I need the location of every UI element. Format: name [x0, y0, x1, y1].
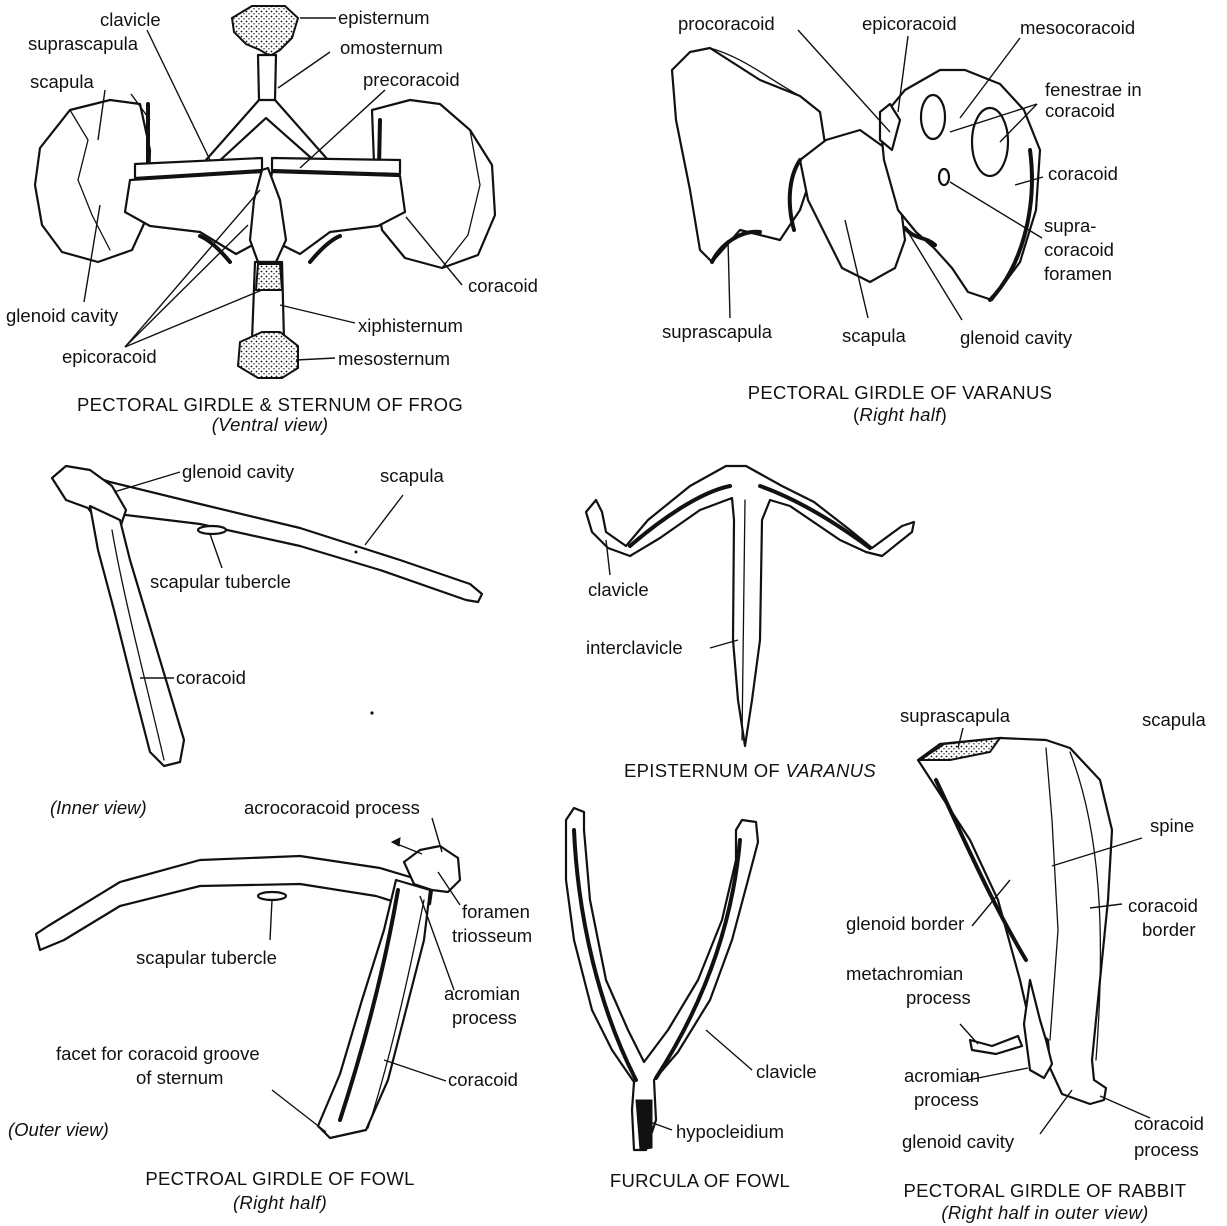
fowl-inner-label-scapula: scapula: [380, 466, 444, 486]
rabbit-label-scapula: scapula: [1142, 710, 1206, 730]
fowl-inner-tubercle: [198, 526, 226, 534]
varanus-label-procoracoid: procoracoid: [678, 14, 775, 34]
fowl-outer-scapula-shape: [36, 856, 432, 950]
episternum-caption: EPISTERNUM OF VARANUS: [540, 760, 960, 782]
rabbit-metacromion-shape: [970, 1036, 1022, 1054]
fowl-inner-label-coracoid: coracoid: [176, 668, 246, 688]
fowl-outer-label-foramen-2: triosseum: [452, 926, 532, 946]
rabbit-label-acromian-1: acromian: [904, 1066, 980, 1086]
fowl-outer-label-coracoid: coracoid: [448, 1070, 518, 1090]
varanus-subcaption: (Right half): [650, 404, 1150, 426]
frog-right-coracoid-shape: [268, 172, 405, 254]
varanus-label-supra-1: supra-: [1044, 216, 1096, 236]
frog-label-omosternum: omosternum: [340, 38, 443, 58]
rabbit-label-spine: spine: [1150, 816, 1194, 836]
varanus-label-suprascapula: suprascapula: [662, 322, 772, 342]
fowl-outer-label-acromian-2: process: [452, 1008, 517, 1028]
furcula-drawing: [566, 808, 758, 1150]
episternum-varanus-shape: [586, 466, 914, 746]
varanus-label-fenestrae-2: coracoid: [1045, 101, 1115, 121]
frog-left-coracoid-shape: [125, 172, 268, 254]
frog-episternum-shape: [232, 6, 298, 56]
fowl-outer-caption: PECTROAL GIRDLE OF FOWL: [50, 1168, 510, 1190]
frog-label-xiphisternum: xiphisternum: [358, 316, 463, 336]
frog-subcaption: (Ventral view): [20, 414, 520, 436]
varanus-label-fenestrae-1: fenestrae in: [1045, 80, 1142, 100]
rabbit-label-coracoid-process-2: process: [1134, 1140, 1199, 1160]
rabbit-subcaption: (Right half in outer view): [870, 1202, 1220, 1224]
episternum-label-clavicle: clavicle: [588, 580, 649, 600]
fowl-outer-view-label: (Outer view): [8, 1120, 109, 1140]
furcula-caption: FURCULA OF FOWL: [560, 1170, 840, 1192]
rabbit-label-coracoid-border-1: coracoid: [1128, 896, 1198, 916]
varanus-suprascapula-shape: [672, 48, 826, 262]
furcula-shape: [566, 808, 758, 1150]
frog-label-scapula: scapula: [30, 72, 94, 92]
varanus-label-epicoracoid: epicoracoid: [862, 14, 957, 34]
furcula-label-clavicle: clavicle: [756, 1062, 817, 1082]
rabbit-label-acromian-2: process: [914, 1090, 979, 1110]
varanus-subcaption-close: ): [941, 404, 947, 425]
varanus-fenestra-2: [972, 108, 1008, 176]
fowl-outer-label-acrocoracoid: acrocoracoid process: [244, 798, 420, 818]
varanus-label-scapula: scapula: [842, 326, 906, 346]
rabbit-label-coracoid-process-1: coracoid: [1134, 1114, 1204, 1134]
frog-mesosternum-shape: [238, 332, 298, 378]
frog-label-suprascapula: suprascapula: [28, 34, 138, 54]
frog-label-glenoid-cavity: glenoid cavity: [6, 306, 118, 326]
fowl-outer-label-facet-2: of sternum: [136, 1068, 223, 1088]
varanus-supracoracoid-foramen: [939, 169, 949, 185]
rabbit-label-suprascapula: suprascapula: [900, 706, 1010, 726]
varanus-fenestra-1: [921, 95, 945, 139]
fowl-inner-label-glenoid-cavity: glenoid cavity: [182, 462, 294, 482]
rabbit-label-glenoid-border: glenoid border: [846, 914, 964, 934]
episternum-caption-italic: VARANUS: [785, 760, 876, 781]
rabbit-caption: PECTORAL GIRDLE OF RABBIT: [870, 1180, 1220, 1202]
frog-label-epicoracoid: epicoracoid: [62, 347, 157, 367]
frog-omosternum-fork: [206, 100, 328, 164]
frog-label-precoracoid: precoracoid: [363, 70, 460, 90]
episternum-varanus-drawing: [586, 466, 914, 746]
frog-caption: PECTORAL GIRDLE & STERNUM OF FROG: [20, 394, 520, 416]
varanus-label-supra-2: coracoid: [1044, 240, 1114, 260]
furcula-label-hypocleidium: hypocleidium: [676, 1122, 784, 1142]
varanus-label-mesocoracoid: mesocoracoid: [1020, 18, 1135, 38]
fowl-inner-view-label: (Inner view): [50, 798, 147, 818]
fowl-outer-label-facet-1: facet for coracoid groove: [56, 1044, 260, 1064]
fowl-outer-label-scapular-tubercle: scapular tubercle: [136, 948, 277, 968]
episternum-caption-prefix: EPISTERNUM OF: [624, 760, 785, 781]
rabbit-label-glenoid-cavity: glenoid cavity: [902, 1132, 1014, 1152]
episternum-label-interclavicle: interclavicle: [586, 638, 683, 658]
varanus-label-supra-3: foramen: [1044, 264, 1112, 284]
fowl-inner-coracoid-shape: [90, 506, 184, 766]
fowl-outer-label-foramen-1: foramen: [462, 902, 530, 922]
fowl-outer-drawing: [36, 838, 460, 1138]
fowl-outer-subcaption: (Right half): [50, 1192, 510, 1214]
frog-label-episternum: episternum: [338, 8, 430, 28]
varanus-label-glenoid-cavity: glenoid cavity: [960, 328, 1072, 348]
frog-label-mesosternum: mesosternum: [338, 349, 450, 369]
frog-label-coracoid: coracoid: [468, 276, 538, 296]
fowl-outer-label-acromian-1: acromian: [444, 984, 520, 1004]
rabbit-label-metachromian-1: metachromian: [846, 964, 963, 984]
fowl-outer-tubercle: [258, 892, 286, 900]
rabbit-label-metachromian-2: process: [906, 988, 971, 1008]
frog-label-clavicle: clavicle: [100, 10, 161, 30]
varanus-label-coracoid: coracoid: [1048, 164, 1118, 184]
varanus-caption: PECTORAL GIRDLE OF VARANUS: [650, 382, 1150, 404]
varanus-subcaption-italic: Right half: [859, 404, 940, 425]
rabbit-label-coracoid-border-2: border: [1142, 920, 1195, 940]
fowl-inner-drawing: [52, 466, 482, 766]
fowl-inner-label-scapular-tubercle: scapular tubercle: [150, 572, 291, 592]
